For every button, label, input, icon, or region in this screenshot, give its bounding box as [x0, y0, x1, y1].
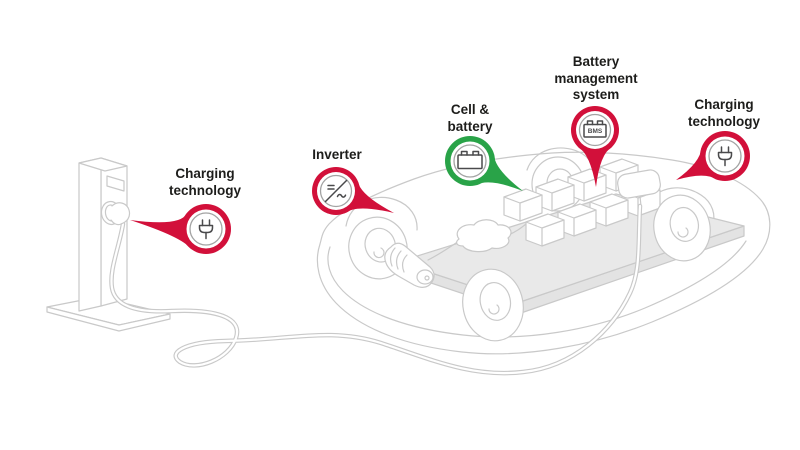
- callout-label-cell-and-battery: Cell & battery: [447, 102, 493, 134]
- plug-icon: [717, 146, 733, 167]
- electric-motor: [384, 242, 435, 288]
- charging-plug: [110, 202, 131, 226]
- callout-tail: [130, 213, 191, 249]
- station-screen: [106, 175, 125, 192]
- bms-icon-text: BMS: [588, 128, 603, 135]
- battery-icon: [457, 150, 483, 170]
- front-far-wheel-arch: [345, 196, 418, 231]
- callout-charging-technology-station: [130, 204, 231, 254]
- power-electronics: [427, 219, 527, 261]
- callout-tail: [476, 154, 523, 191]
- callout-label-battery-management-system: Battery management system: [554, 54, 638, 102]
- callout-label-charging-technology-station: Charging technology: [168, 166, 241, 198]
- callout-tail: [578, 147, 612, 187]
- callout-label-charging-technology-vehicle: Charging technology: [687, 97, 760, 129]
- wheel-front-near: [462, 268, 524, 342]
- bms-battery-icon: BMS: [583, 120, 607, 138]
- callout-label-inverter: Inverter: [312, 147, 362, 162]
- callout-charging-technology-vehicle: [676, 131, 750, 181]
- wheel-rear-near: [653, 194, 711, 262]
- plug-icon: [198, 219, 214, 240]
- charge-port: [617, 169, 661, 207]
- callout-inverter: [312, 167, 394, 215]
- station-pillar-front: [78, 157, 102, 312]
- charging-cable: [109, 202, 643, 376]
- inverter-icon: [324, 179, 348, 203]
- callout-battery-management-system: BMS: [571, 106, 619, 187]
- callout-cell-and-battery: [445, 136, 523, 191]
